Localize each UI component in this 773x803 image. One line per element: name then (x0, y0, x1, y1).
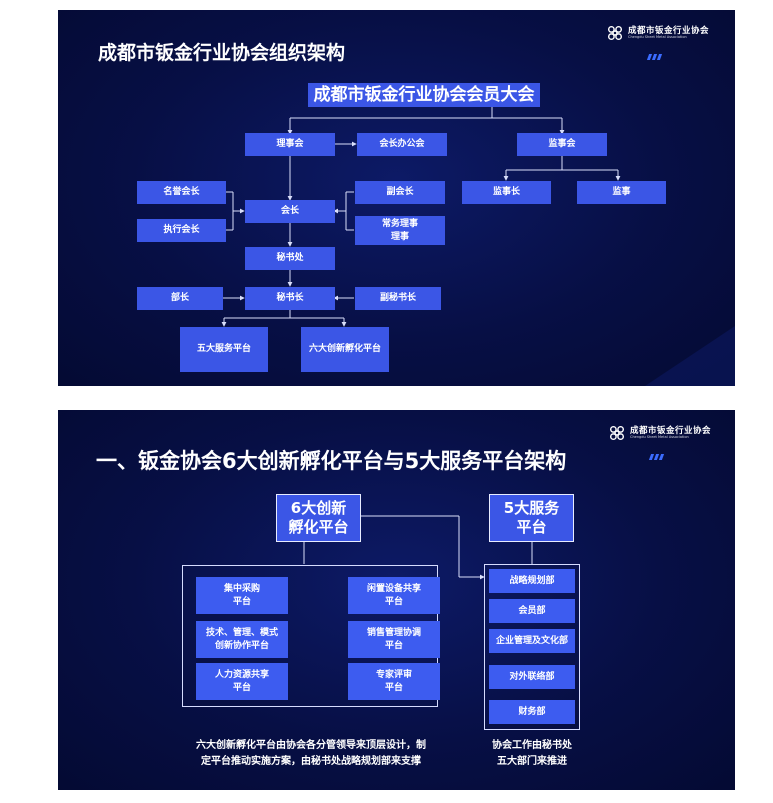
five-service-platforms-box: 五大服务平台 (180, 327, 268, 372)
council-box: 理事会 (245, 133, 335, 156)
slide-title: 成都市钣金行业协会组织架构 (98, 42, 346, 64)
platform-structure-slide: 一、钣金协会6大创新孵化平台与5大服务平台架构 成都市钣金行业协会 Chengd… (58, 410, 735, 790)
service-note: 协会工作由秘书处 五大部门来推进 (492, 740, 572, 767)
org-connector-lines (221, 106, 621, 327)
association-logo-icon (609, 425, 625, 441)
innovation-platform-item: 技术、管理、模式 创新协作平台 (196, 621, 288, 658)
service-platforms-header: 5大服务 平台 (489, 494, 574, 542)
service-departments-frame (484, 564, 580, 730)
service-department-item: 企业管理及文化部 (489, 629, 575, 653)
innovation-platform-item: 集中采购 平台 (196, 577, 288, 614)
logo-name-en: Chengdu Sheet Metal Association (628, 35, 687, 39)
logo-name-cn: 成都市钣金行业协会 (630, 425, 712, 436)
innovation-platform-item: 闲置设备共享 平台 (348, 577, 440, 614)
innovation-platform-item: 销售管理协调 平台 (348, 621, 440, 658)
platform-connector-lines (303, 515, 533, 580)
six-innovation-platforms-box: 六大创新孵化平台 (301, 327, 389, 372)
innovation-platform-item: 专家评审 平台 (348, 663, 440, 700)
association-logo: 成都市钣金行业协会 Chengdu Sheet Metal Associatio… (606, 24, 709, 42)
innovation-platform-item: 人力资源共享 平台 (196, 663, 288, 700)
executive-president-box: 执行会长 (137, 219, 226, 242)
member-assembly-box: 成都市钣金行业协会会员大会 (308, 83, 540, 107)
standing-director-box: 常务理事 理事 (355, 216, 445, 245)
vice-president-box: 副会长 (355, 181, 445, 204)
president-box: 会长 (245, 200, 335, 223)
logo-name-en: Chengdu Sheet Metal Association (630, 435, 689, 439)
president-office-box: 会长办公会 (357, 133, 447, 156)
service-department-item: 战略规划部 (489, 569, 575, 593)
org-structure-slide: 成都市钣金行业协会组织架构 成都市钣金行业协会 Chengdu Sheet Me… (58, 10, 735, 386)
deputy-secretary-general-box: 副秘书长 (355, 287, 441, 310)
innovation-platforms-header: 6大创新 孵化平台 (276, 494, 361, 542)
service-department-item: 会员部 (489, 599, 575, 623)
corner-decor (645, 326, 735, 386)
honorary-president-box: 名誉会长 (137, 181, 226, 204)
service-department-item: 财务部 (489, 700, 575, 724)
association-logo-icon (607, 25, 623, 41)
secretariat-box: 秘书处 (245, 247, 335, 270)
association-logo: 成都市钣金行业协会 Chengdu Sheet Metal Associatio… (608, 424, 711, 442)
service-department-item: 对外联络部 (489, 665, 575, 689)
chief-supervisor-box: 监事长 (462, 181, 551, 204)
slide-title: 一、钣金协会6大创新孵化平台与5大服务平台架构 (96, 449, 567, 473)
supervisory-board-box: 监事会 (517, 133, 607, 156)
innovation-note: 六大创新孵化平台由协会各分管领导来顶层设计，制 定平台推动实施方案，由秘书处战略… (196, 740, 426, 767)
supervisor-box: 监事 (577, 181, 666, 204)
logo-name-cn: 成都市钣金行业协会 (628, 25, 710, 36)
secretary-general-box: 秘书长 (245, 287, 335, 310)
minister-box: 部长 (137, 287, 223, 310)
